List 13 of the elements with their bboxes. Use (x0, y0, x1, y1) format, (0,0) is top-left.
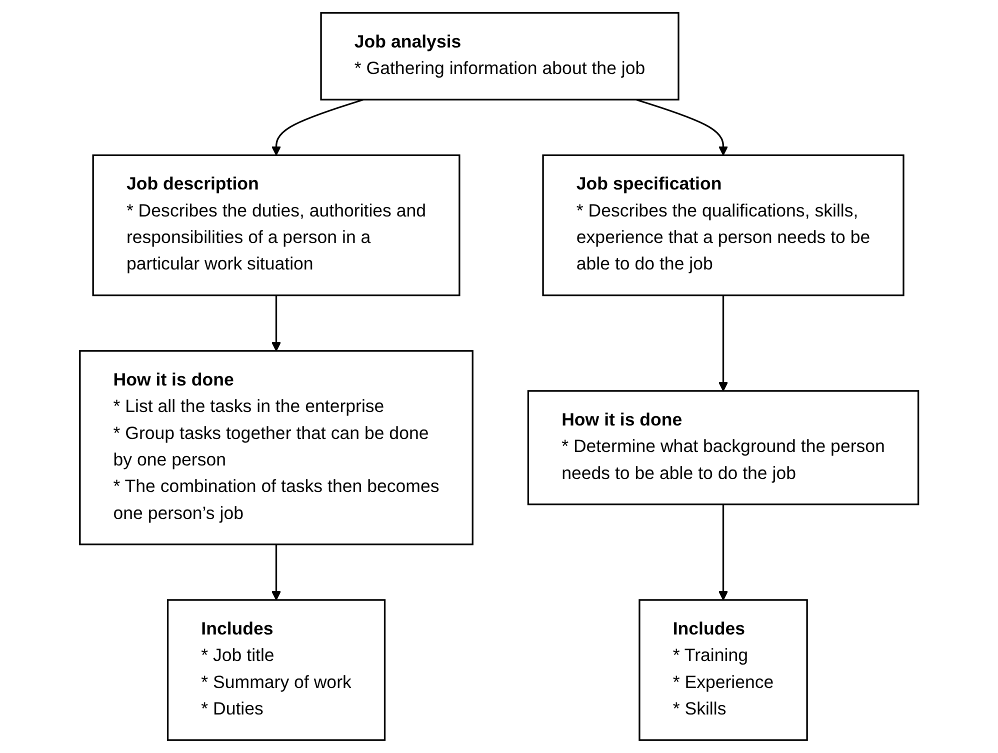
node-box: Job description * Describes the duties, authorities and responsibilities of a person in a particular work situation (92, 154, 460, 296)
node-box: Includes * Training * Experience * Skills (638, 599, 808, 741)
node-box: Job specification * Describes the qualifications, skills, experience that a person needs to be able to do the job (542, 154, 904, 296)
node-box: Includes * Job title * Summary of work * Duties (166, 599, 386, 741)
arrow (636, 98, 728, 156)
arrow (718, 504, 728, 600)
arrow (271, 295, 282, 352)
arrow (271, 98, 364, 156)
node-box: Job analysis * Gathering information about the job (320, 12, 680, 100)
arrow (271, 544, 282, 600)
node-box: How it is done * List all the tasks in the enterprise * Group tasks together that can be done by one person * The combination of tasks then becomes one person’s job (78, 350, 474, 546)
node-box: How it is done * Determine what background the person needs to be able to do the job (527, 390, 920, 506)
arrow (718, 295, 728, 392)
